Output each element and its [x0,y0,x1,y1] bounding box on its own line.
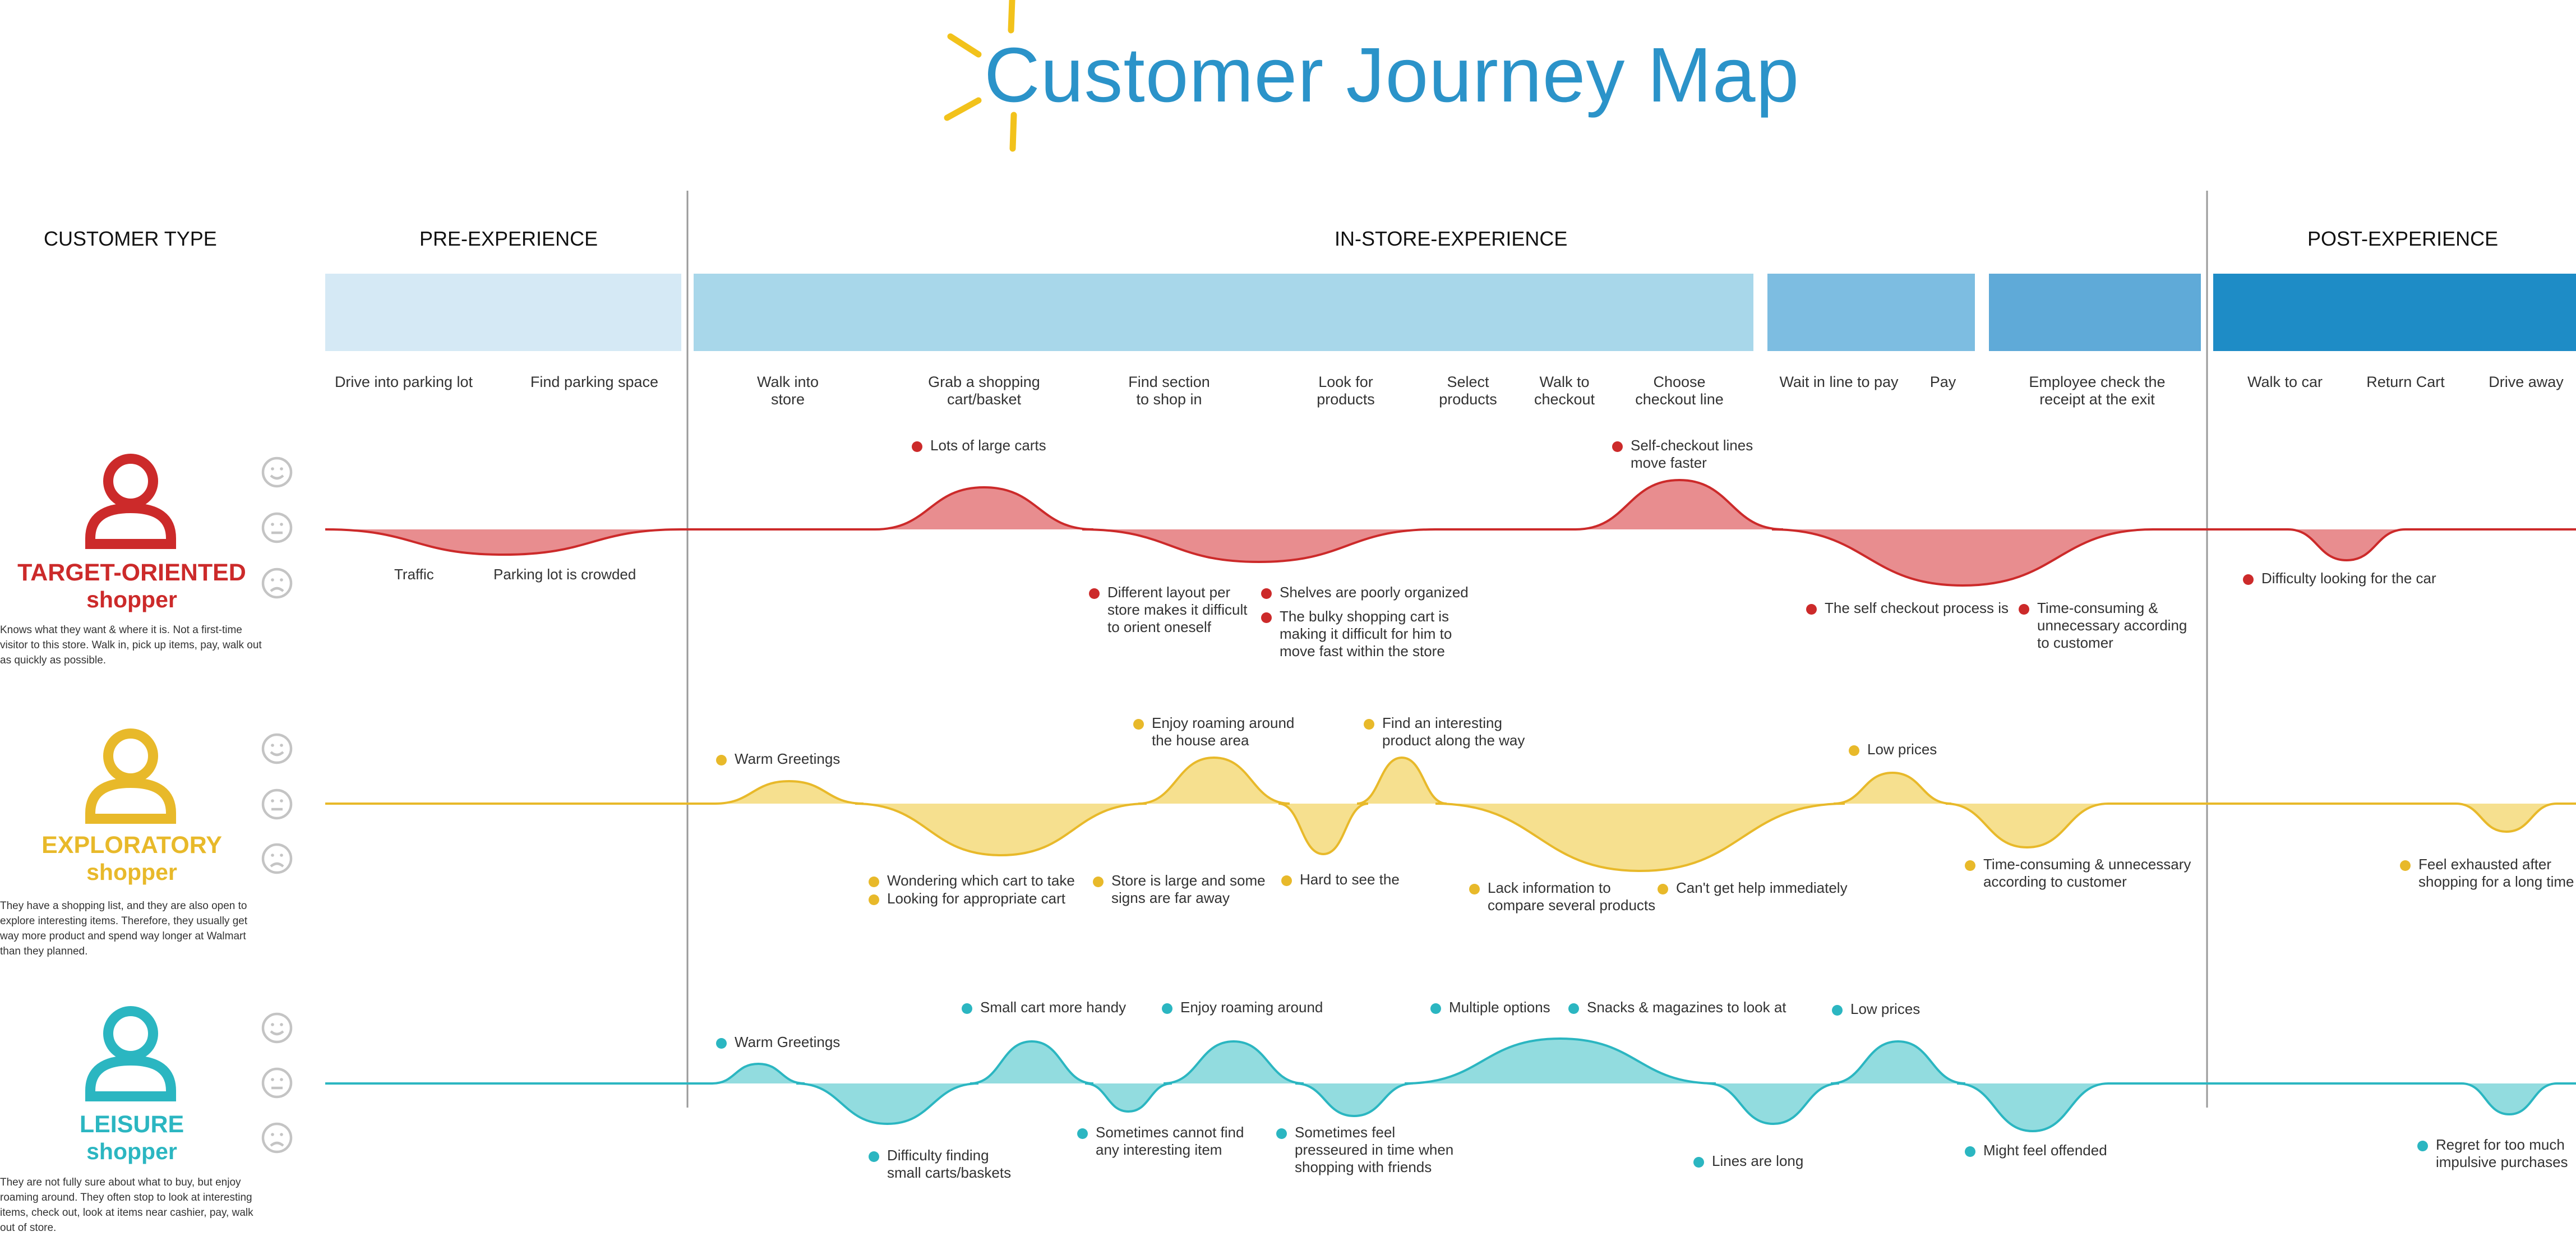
note-shelves-poorly-organized: Shelves are poorly organized [1261,584,1469,601]
note-low-prices-exploratory: Low prices [1849,741,1937,758]
persona-leisure-name: LEISURE [79,1111,184,1138]
step-pay: Pay [1929,373,1956,390]
note-wondering-cart: Wondering which cart to take [869,872,1075,889]
note-store-large-signs: Store is large and some signs are far aw… [1093,872,1266,907]
happy-face-icon [261,1012,293,1044]
neutral-face-icon [261,512,293,543]
header-pre-experience: PRE-EXPERIENCE [419,227,598,250]
note-bulky-cart: The bulky shopping cart is making it dif… [1261,608,1452,660]
step-walk-into-store: Walk into store [756,373,819,408]
note-pressured-in-time: Sometimes feel presseured in time when s… [1276,1124,1453,1176]
note-time-consuming-red: Time-consuming & unnecessary according t… [2019,599,2187,652]
sad-face-icon [261,1122,293,1154]
note-parking-lot-crowded: Parking lot is crowded [493,566,636,583]
band-pre-experience [325,274,681,351]
note-different-layout: Different layout per store makes it diff… [1089,584,1248,636]
note-self-checkout-faster: Self-checkout lines move faster [1612,437,1753,472]
curve-exploratory [325,756,2576,873]
note-self-checkout-process: The self checkout process is [1806,599,2009,617]
band-in-store [694,274,1753,351]
band-post-experience [2213,274,2576,351]
band-exit [1989,274,2201,351]
step-wait-in-line: Wait in line to pay [1779,373,1899,390]
persona-target-name: TARGET-ORIENTED [17,559,246,586]
step-walk-to-checkout: Walk to checkout [1534,373,1595,408]
note-multiple-options: Multiple options [1430,999,1550,1016]
note-warm-greetings-exploratory: Warm Greetings [716,750,840,768]
person-icon [85,728,176,824]
note-might-feel-offended: Might feel offended [1965,1142,2107,1159]
step-employee-check-receipt: Employee check the receipt at the exit [2029,373,2166,408]
neutral-face-icon [261,1067,293,1099]
note-enjoy-roaming-house: Enjoy roaming around the house area [1133,714,1294,749]
note-find-interesting-product: Find an interesting product along the wa… [1364,714,1525,749]
step-walk-to-car: Walk to car [2247,373,2323,390]
curve-leisure [325,1037,2576,1133]
step-look-for-products: Look for products [1317,373,1375,408]
note-lines-long: Lines are long [1693,1152,1803,1170]
sad-face-icon [261,568,293,599]
step-drive-into-parking-lot: Drive into parking lot [334,373,473,390]
note-small-cart-handy: Small cart more handy [962,999,1126,1016]
persona-leisure-description: They are not fully sure about what to bu… [0,1177,253,1234]
step-select-products: Select products [1439,373,1497,408]
note-hard-to-see: Hard to see the [1281,871,1400,888]
note-snacks-magazines: Snacks & magazines to look at [1568,999,1786,1016]
note-enjoy-roaming-leisure: Enjoy roaming around [1162,999,1323,1016]
persona-exploratory-name: EXPLORATORY [41,832,222,859]
step-drive-away: Drive away [2489,373,2564,390]
step-choose-checkout-line: Choose checkout line [1635,373,1724,408]
persona-exploratory-subtitle: shopper [86,859,177,885]
persona-target-subtitle: shopper [86,587,177,612]
note-lack-information: Lack information to compare several prod… [1469,879,1655,914]
curve-target-oriented [325,478,2576,587]
step-find-section: Find section to shop in [1128,373,1210,408]
persona-exploratory-description: They have a shopping list, and they are … [0,900,248,957]
band-payment [1767,274,1975,351]
note-cant-get-help: Can't get help immediately [1658,879,1848,897]
note-looking-appropriate-cart: Looking for appropriate cart [869,890,1065,907]
header-customer-type: CUSTOMER TYPE [44,227,217,250]
persona-leisure-subtitle: shopper [86,1138,177,1164]
persona-target-description: Knows what they want & where it is. Not … [0,624,262,666]
note-difficulty-finding-car: Difficulty looking for the car [2243,570,2436,587]
note-feel-exhausted: Feel exhausted after shopping for a long… [2400,856,2574,891]
happy-face-icon [261,733,293,764]
note-time-consuming-yellow: Time-consuming & unnecessary according t… [1965,856,2191,891]
sun-rays-icon [944,0,1017,152]
note-low-prices-leisure: Low prices [1832,1000,1920,1018]
header-in-store-experience: IN-STORE-EXPERIENCE [1335,227,1568,250]
person-icon [85,1006,176,1101]
note-difficulty-small-carts: Difficulty finding small carts/baskets [869,1147,1011,1182]
neutral-face-icon [261,788,293,820]
header-post-experience: POST-EXPERIENCE [2307,227,2499,250]
step-return-cart: Return Cart [2366,373,2445,390]
note-traffic: Traffic [394,566,434,583]
note-warm-greetings-leisure: Warm Greetings [716,1034,840,1051]
person-icon [85,454,176,549]
note-lots-of-large-carts: Lots of large carts [912,437,1046,454]
happy-face-icon [261,456,293,488]
sad-face-icon [261,843,293,874]
note-cannot-find-item: Sometimes cannot find any interesting it… [1077,1124,1244,1159]
note-regret-impulsive: Regret for too much impulsive purchases [2417,1136,2568,1171]
page-title: Customer Journey Map [984,32,1800,118]
step-grab-cart: Grab a shopping cart/basket [928,373,1040,408]
step-find-parking-space: Find parking space [530,373,659,390]
